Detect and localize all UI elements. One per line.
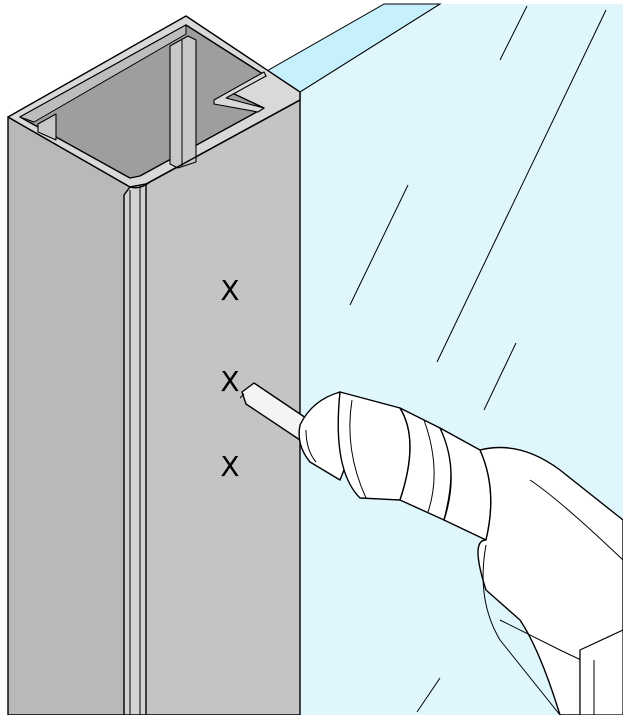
aluminium-profile-icon xyxy=(7,15,301,715)
mark-x-2: X xyxy=(220,365,239,398)
glass-reflection-lines xyxy=(349,5,607,713)
mark-x-1: X xyxy=(220,274,239,307)
mark-x-3: X xyxy=(220,450,239,483)
power-drill-icon xyxy=(239,382,623,715)
drill-marks: X X X xyxy=(220,274,239,483)
